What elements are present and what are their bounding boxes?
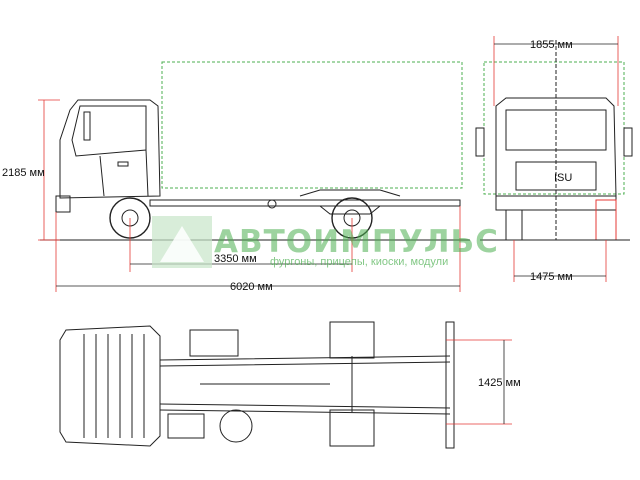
top-frame-rails <box>159 355 451 415</box>
front-dimension-arrows <box>494 43 618 277</box>
top-dimensions <box>446 339 512 425</box>
cargo-box-outline <box>161 61 463 189</box>
cab-window <box>71 105 147 157</box>
right-mirror <box>623 127 633 157</box>
rear-axle-dual-bottom <box>329 409 375 447</box>
dimension-length: 6020 мм <box>230 281 273 293</box>
chassis-frame <box>149 199 461 207</box>
cab-outline <box>59 99 161 199</box>
side-view <box>40 61 470 241</box>
door-handle <box>117 161 129 167</box>
grille-badge: ISU <box>554 172 572 184</box>
watermark-logo-triangle <box>160 226 204 262</box>
side-dimensions <box>38 99 461 292</box>
fuel-tank <box>189 329 239 357</box>
dimension-wheelbase: 3350 мм <box>214 253 257 265</box>
exhaust <box>267 199 277 209</box>
dimension-height: 2185 мм <box>2 167 45 179</box>
mirror <box>83 111 91 141</box>
dimension-frame-width: 1425 мм <box>478 377 521 389</box>
rear-suspension <box>299 189 401 215</box>
rear-right-tire <box>595 199 617 241</box>
front-left-tire <box>505 209 523 241</box>
front-view <box>475 40 633 241</box>
front-bumper <box>55 195 71 213</box>
front-dimensions <box>493 36 619 282</box>
top-cab-outline <box>59 325 161 447</box>
watermark-subtitle: фургоны, прицепы, киоски, модули <box>270 256 448 268</box>
top-front-wheel <box>219 409 253 443</box>
rear-axle-dual-top <box>329 321 375 359</box>
battery-box <box>167 413 205 439</box>
watermark-title: АВТОИМПУЛЬС <box>214 224 499 260</box>
top-view <box>59 321 455 449</box>
dimension-rear-track: 1475 мм <box>530 271 573 283</box>
cab-roof-ribs <box>83 334 145 438</box>
rear-crossmember <box>445 321 455 449</box>
left-mirror <box>475 127 485 157</box>
door-line <box>99 149 149 197</box>
watermark: АВТОИМПУЛЬС фургоны, прицепы, киоски, мо… <box>152 216 499 268</box>
dimension-cab-width: 1855 мм <box>530 39 573 51</box>
grille <box>515 161 597 191</box>
